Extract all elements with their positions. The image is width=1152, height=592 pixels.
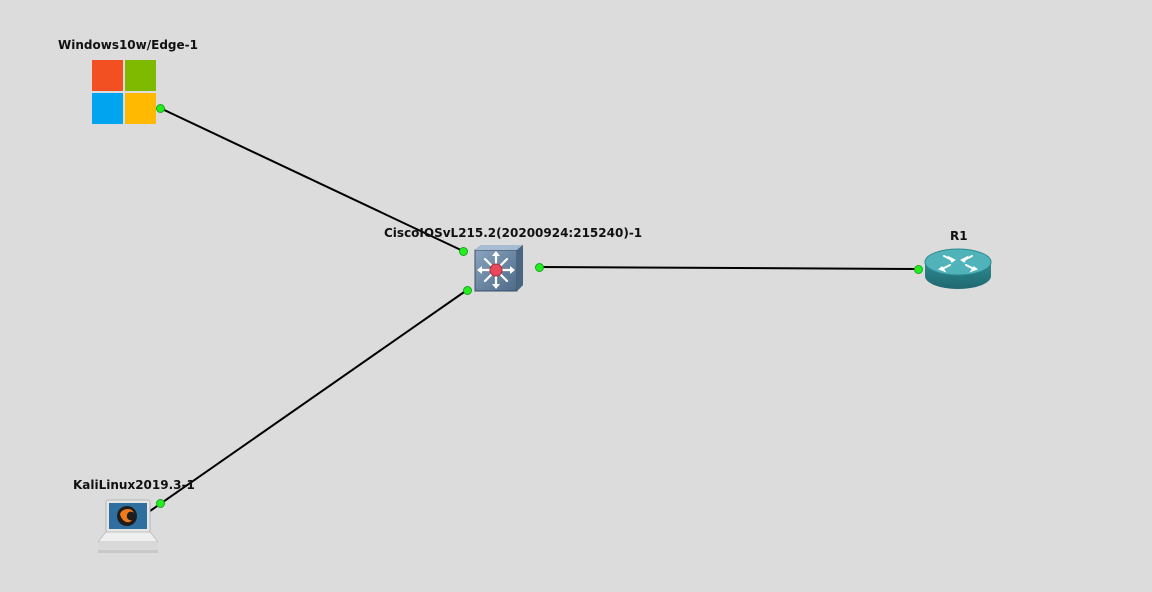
port-indicator-switch-to-windows <box>459 247 468 256</box>
port-indicator-switch-to-kali <box>463 286 472 295</box>
link-switch-router[interactable] <box>538 266 919 270</box>
node-label-kali: KaliLinux2019.3-1 <box>73 478 195 492</box>
port-indicator-router <box>914 265 923 274</box>
windows-logo-icon <box>92 60 156 124</box>
node-switch[interactable] <box>473 244 525 292</box>
node-label-router: R1 <box>950 229 968 243</box>
kali-laptop-icon <box>96 499 160 553</box>
node-kali[interactable] <box>96 498 160 556</box>
port-indicator-kali <box>156 499 165 508</box>
port-indicator-windows <box>156 104 165 113</box>
link-windows-switch[interactable] <box>159 107 464 252</box>
node-windows[interactable] <box>91 59 157 125</box>
router-icon <box>924 248 992 289</box>
port-indicator-switch-to-router <box>535 263 544 272</box>
multilayer-switch-icon <box>474 245 523 292</box>
node-label-windows: Windows10w/Edge-1 <box>58 38 198 52</box>
node-label-switch: CiscoIOSvL215.2(20200924:215240)-1 <box>384 226 643 240</box>
node-router[interactable] <box>924 246 992 292</box>
link-switch-kali[interactable] <box>149 289 468 512</box>
